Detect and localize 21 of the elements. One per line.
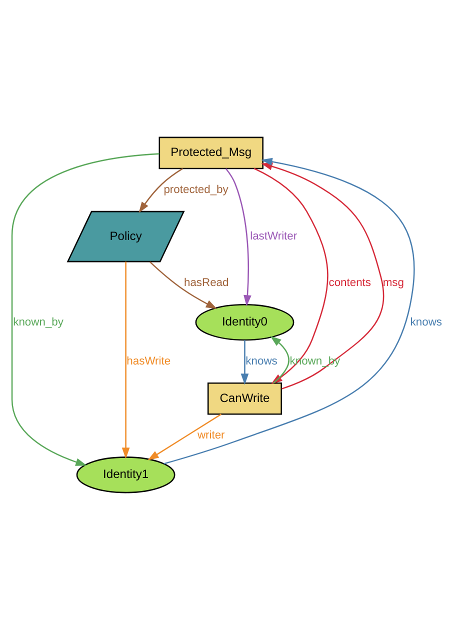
edge-label: knows <box>246 355 278 368</box>
edge-label: known_by <box>13 316 64 328</box>
edge-label: hasRead <box>184 277 229 290</box>
arrow <box>149 261 218 310</box>
edge-label: hasWrite <box>126 355 171 368</box>
arrow <box>11 153 160 466</box>
arrow <box>148 414 222 460</box>
edge-label: protected_by <box>164 184 228 196</box>
node-box: Protected_Msg <box>158 136 264 170</box>
arrow <box>138 168 184 214</box>
arrow <box>240 340 249 385</box>
edge-label: msg <box>382 277 404 290</box>
node-ellipse: Identity0 <box>195 304 294 341</box>
edge-label: contents <box>328 277 372 290</box>
arrow <box>122 262 130 459</box>
edge-label: knows <box>410 316 442 328</box>
node-box: CanWrite <box>207 382 282 415</box>
arrow <box>225 168 252 306</box>
edge-label: writer <box>197 430 225 442</box>
edge-label: lastWriter <box>250 230 298 242</box>
arrow <box>164 158 415 464</box>
